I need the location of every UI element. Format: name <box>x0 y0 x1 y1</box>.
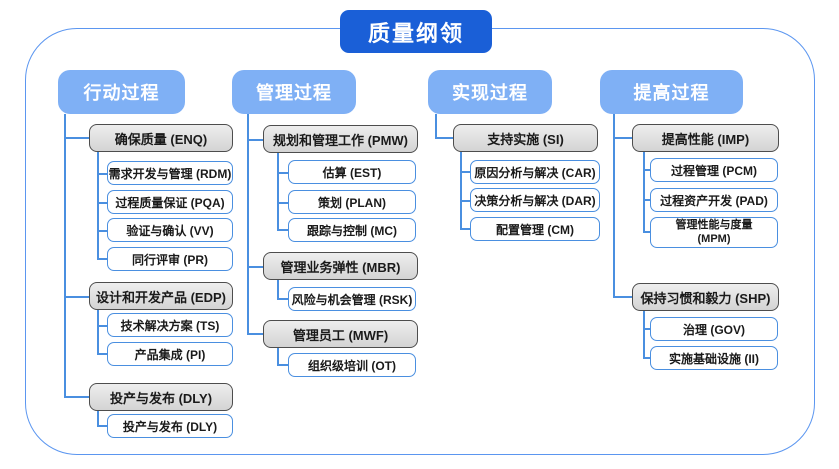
connector-line <box>435 114 437 138</box>
item-node-car: 原因分析与解决 (CAR) <box>470 160 600 184</box>
section-node-imp: 提高性能 (IMP) <box>632 124 779 152</box>
connector-line <box>97 173 107 175</box>
item-node-rsk: 风险与机会管理 (RSK) <box>288 287 416 311</box>
item-node-pqa: 过程质量保证 (PQA) <box>107 190 233 214</box>
column-header-action-process: 行动过程 <box>58 70 185 114</box>
item-node-pi: 产品集成 (PI) <box>107 342 233 366</box>
item-node-est: 估算 (EST) <box>288 160 416 184</box>
connector-line <box>97 258 107 260</box>
item-node-pr: 同行评审 (PR) <box>107 247 233 271</box>
section-node-mbr: 管理业务弹性 (MBR) <box>263 252 418 280</box>
section-node-si: 支持实施 (SI) <box>453 124 598 152</box>
connector-line <box>460 228 470 230</box>
connector-line <box>460 171 470 173</box>
section-node-dly: 投产与发布 (DLY) <box>89 383 233 411</box>
connector-line <box>277 348 279 365</box>
connector-line <box>643 169 650 171</box>
connector-line <box>247 266 263 268</box>
section-node-mwf: 管理员工 (MWF) <box>263 320 418 348</box>
item-node-dar: 决策分析与解决 (DAR) <box>470 188 600 212</box>
connector-line <box>97 202 107 204</box>
connector-line <box>247 139 263 141</box>
item-node-plan: 策划 (PLAN) <box>288 190 416 214</box>
connector-line <box>643 357 650 359</box>
connector-line <box>277 280 279 299</box>
connector-line <box>643 152 645 232</box>
connector-line <box>643 328 650 330</box>
connector-line <box>247 114 249 334</box>
connector-line <box>613 114 615 297</box>
connector-line <box>64 296 89 298</box>
connector-line <box>277 364 288 366</box>
connector-line <box>97 310 99 354</box>
item-node-ts: 技术解决方案 (TS) <box>107 313 233 337</box>
item-node-mpm: 管理性能与度量 (MPM) <box>650 217 778 248</box>
column-header-improvement-process: 提高过程 <box>600 70 743 114</box>
item-node-pad: 过程资产开发 (PAD) <box>650 188 778 212</box>
section-node-enq: 确保质量 (ENQ) <box>89 124 233 152</box>
diagram-title: 质量纲领 <box>340 10 492 53</box>
connector-line <box>64 137 89 139</box>
connector-line <box>97 353 107 355</box>
column-header-realization-process: 实现过程 <box>428 70 552 114</box>
connector-line <box>613 137 632 139</box>
connector-line <box>277 229 288 231</box>
item-node-rdm: 需求开发与管理 (RDM) <box>107 161 233 185</box>
connector-line <box>643 311 645 358</box>
connector-line <box>277 202 288 204</box>
connector-line <box>277 298 288 300</box>
item-node-vv: 验证与确认 (VV) <box>107 218 233 242</box>
connector-line <box>97 411 99 426</box>
connector-line <box>277 172 288 174</box>
connector-line <box>460 200 470 202</box>
section-node-shp: 保持习惯和毅力 (SHP) <box>632 283 779 311</box>
connector-line <box>643 199 650 201</box>
connector-line <box>97 152 99 259</box>
item-node-ii: 实施基础设施 (II) <box>650 346 778 370</box>
column-header-management-process: 管理过程 <box>232 70 356 114</box>
section-node-pmw: 规划和管理工作 (PMW) <box>263 125 418 153</box>
connector-line <box>97 325 107 327</box>
item-node-dly-sub: 投产与发布 (DLY) <box>107 414 233 438</box>
item-node-ot: 组织级培训 (OT) <box>288 353 416 377</box>
connector-line <box>460 152 462 229</box>
item-node-mc: 跟踪与控制 (MC) <box>288 218 416 242</box>
connector-line <box>435 137 453 139</box>
connector-line <box>643 231 650 233</box>
item-node-gov: 治理 (GOV) <box>650 317 778 341</box>
connector-line <box>64 396 89 398</box>
item-node-cm: 配置管理 (CM) <box>470 217 600 241</box>
connector-line <box>97 230 107 232</box>
connector-line <box>277 153 279 230</box>
section-node-edp: 设计和开发产品 (EDP) <box>89 282 233 310</box>
item-node-pcm: 过程管理 (PCM) <box>650 158 778 182</box>
connector-line <box>64 114 66 397</box>
connector-line <box>97 425 107 427</box>
connector-line <box>613 296 632 298</box>
connector-line <box>247 333 263 335</box>
